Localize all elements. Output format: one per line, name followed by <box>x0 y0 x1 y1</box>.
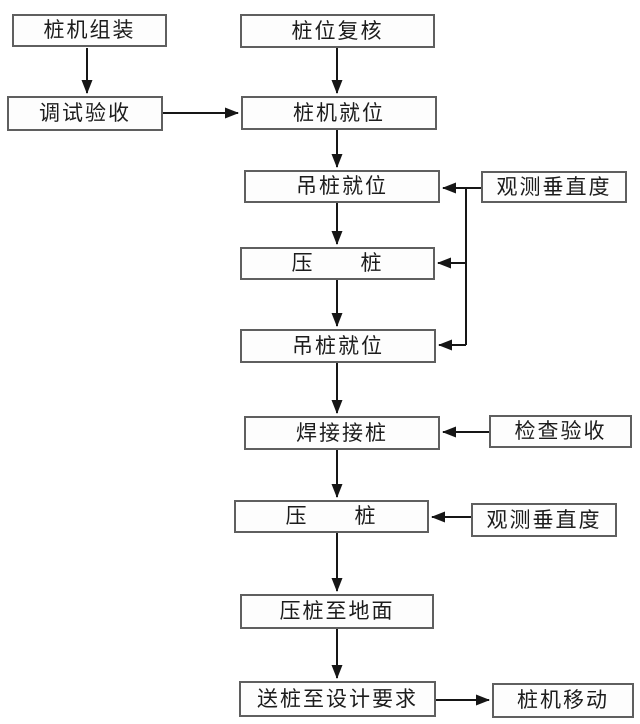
node-pile-machine-in-place: 桩机就位 <box>241 96 437 130</box>
node-press-pile-to-ground: 压桩至地面 <box>240 594 434 629</box>
node-observe-verticality-1: 观测垂直度 <box>481 171 627 203</box>
node-send-pile-to-design-requirement: 送桩至设计要求 <box>239 681 436 717</box>
node-hoist-pile-in-place-1: 吊桩就位 <box>244 170 440 203</box>
node-weld-pile-joint: 焊接接桩 <box>244 416 440 450</box>
node-pile-position-recheck: 桩位复核 <box>240 14 435 48</box>
node-pile-machine-assembly: 桩机组装 <box>12 14 167 47</box>
node-check-acceptance: 检查验收 <box>489 415 632 448</box>
node-hoist-pile-in-place-2: 吊桩就位 <box>240 329 436 363</box>
node-pile-machine-move: 桩机移动 <box>492 683 634 718</box>
node-debug-acceptance: 调试验收 <box>7 96 163 131</box>
node-observe-verticality-2: 观测垂直度 <box>471 503 617 537</box>
node-press-pile-2: 压 桩 <box>234 500 429 533</box>
node-press-pile-1: 压 桩 <box>240 247 435 280</box>
